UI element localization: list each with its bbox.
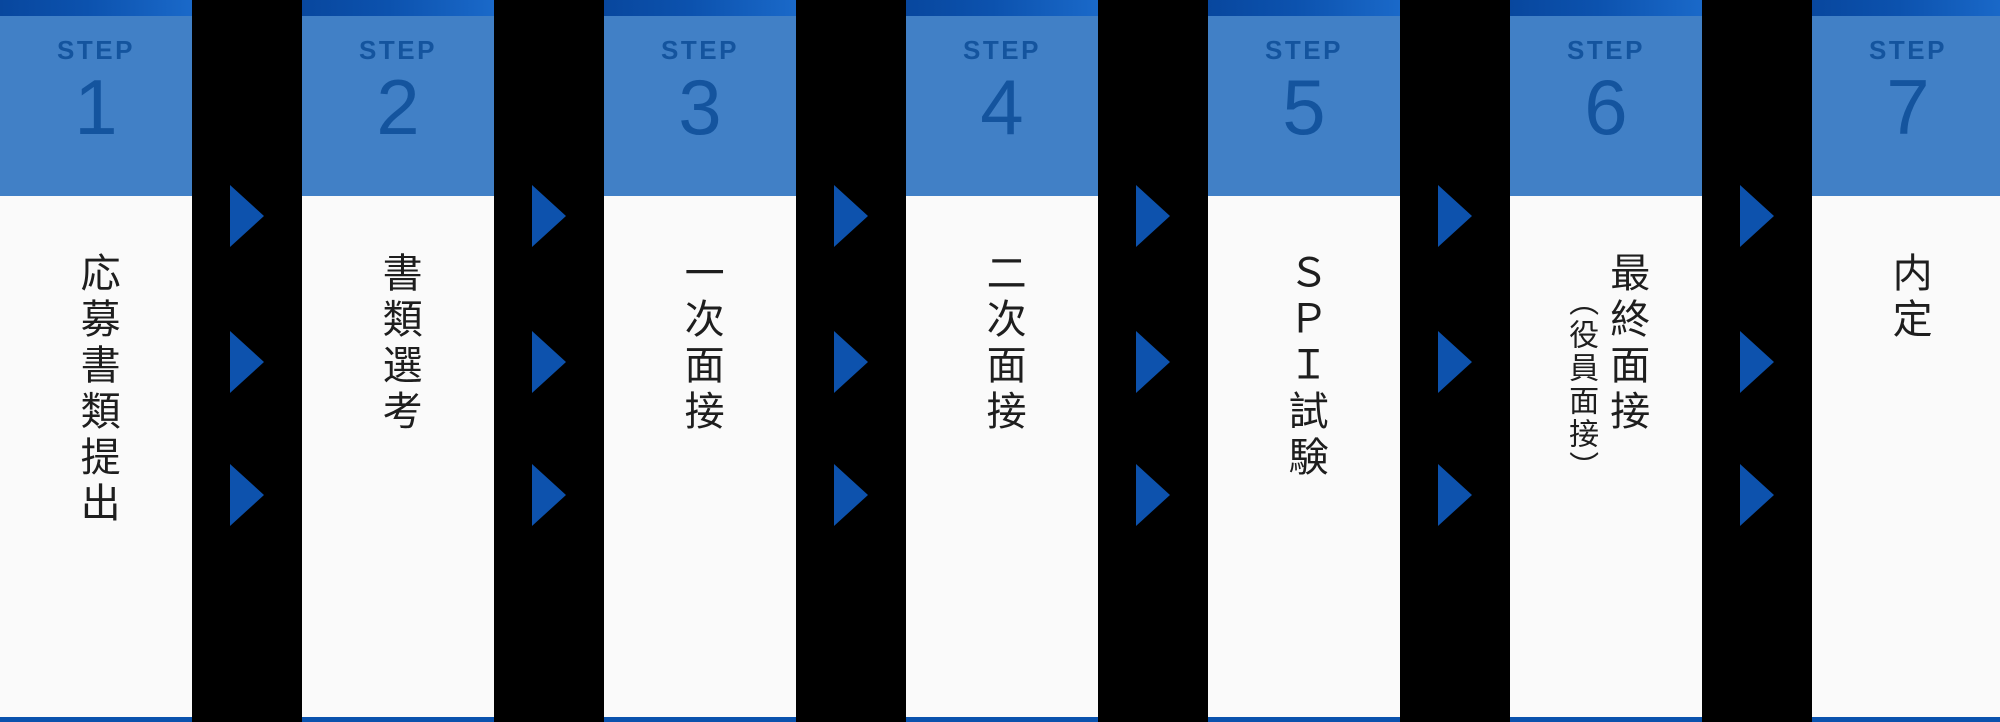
step-body-5: ＳＰＩ試験	[1208, 196, 1400, 722]
step-title: 書類選考	[375, 252, 422, 436]
play-triangle-right-icon	[1438, 331, 1472, 393]
play-triangle-right-icon	[1740, 331, 1774, 393]
step-header-accent-bar	[906, 0, 1098, 16]
step-header-accent-bar	[604, 0, 796, 16]
step-header-accent-bar	[0, 0, 192, 16]
step-number: 4	[980, 63, 1024, 151]
play-triangle-right-icon	[1740, 185, 1774, 247]
step-body-4: 二次面接	[906, 196, 1098, 722]
step-label: STEP	[963, 35, 1041, 65]
play-triangle-right-icon	[834, 185, 868, 247]
step-number: 3	[678, 63, 722, 151]
step-header-accent-bar	[1208, 0, 1400, 16]
step-connector-6-to-7	[1702, 0, 1812, 722]
step-bottom-rule	[1510, 717, 1702, 722]
play-triangle-right-icon	[1438, 464, 1472, 526]
step-header-accent-bar	[302, 0, 494, 16]
play-triangle-right-icon	[834, 331, 868, 393]
step-connector-3-to-4	[796, 0, 906, 722]
step-subtitle: （役員面接）	[1563, 286, 1599, 484]
play-triangle-right-icon	[834, 464, 868, 526]
step-title: ＳＰＩ試験	[1281, 252, 1328, 482]
step-connector-2-to-3	[494, 0, 604, 722]
step-label: STEP	[661, 35, 739, 65]
step-body-1: 応募書類提出	[0, 196, 192, 722]
step-header-accent-bar	[1510, 0, 1702, 16]
play-triangle-right-icon	[230, 464, 264, 526]
step-bottom-rule	[0, 717, 192, 722]
play-triangle-right-icon	[230, 185, 264, 247]
step-number: 1	[74, 63, 118, 151]
step-title: 一次面接	[677, 252, 724, 436]
step-connector-4-to-5	[1098, 0, 1208, 722]
step-number: 6	[1584, 63, 1628, 151]
play-triangle-right-icon	[1136, 464, 1170, 526]
step-number: 7	[1886, 63, 1930, 151]
step-label: STEP	[359, 35, 437, 65]
step-label: STEP	[57, 35, 135, 65]
play-triangle-right-icon	[1136, 185, 1170, 247]
step-number: 2	[376, 63, 420, 151]
step-title: 応募書類提出	[73, 252, 120, 528]
step-connector-1-to-2	[192, 0, 302, 722]
step-number: 5	[1282, 63, 1326, 151]
step-label: STEP	[1869, 35, 1947, 65]
play-triangle-right-icon	[532, 331, 566, 393]
step-connector-5-to-6	[1400, 0, 1510, 722]
step-header-accent-bar	[1812, 0, 2000, 16]
step-bottom-rule	[1812, 717, 2000, 722]
play-triangle-right-icon	[1740, 464, 1774, 526]
step-body-7: 内定	[1812, 196, 2000, 722]
play-triangle-right-icon	[230, 331, 264, 393]
step-label: STEP	[1567, 35, 1645, 65]
step-label: STEP	[1265, 35, 1343, 65]
step-bottom-rule	[906, 717, 1098, 722]
step-bottom-rule	[302, 717, 494, 722]
step-body-2: 書類選考	[302, 196, 494, 722]
step-title: 二次面接	[979, 252, 1026, 436]
play-triangle-right-icon	[532, 464, 566, 526]
step-body-3: 一次面接	[604, 196, 796, 722]
step-bottom-rule	[1208, 717, 1400, 722]
play-triangle-right-icon	[1136, 331, 1170, 393]
step-title: 最終面接	[1603, 252, 1650, 436]
step-body-6: 最終面接（役員面接）	[1510, 196, 1702, 722]
play-triangle-right-icon	[1438, 185, 1472, 247]
play-triangle-right-icon	[532, 185, 566, 247]
step-title: 内定	[1885, 252, 1932, 344]
step-bottom-rule	[604, 717, 796, 722]
